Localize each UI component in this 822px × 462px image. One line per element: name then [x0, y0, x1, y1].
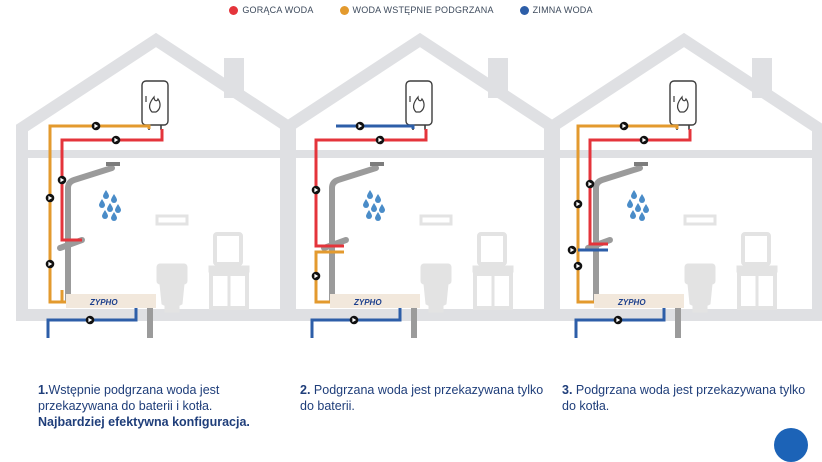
diagram-scene: ZYPHO ZYPHO	[0, 0, 822, 338]
boiler-icon	[141, 80, 169, 131]
legend-cold-label: ZIMNA WODA	[532, 5, 593, 15]
zypho-label: ZYPHO	[617, 298, 646, 307]
caption-3-text: Podgrzana woda jest przekazywana tylko d…	[562, 383, 806, 413]
caption-panel-2: 2. Podgrzana woda jest przekazywana tylk…	[300, 382, 550, 414]
boiler-icon	[669, 80, 697, 131]
legend-cold-water: ZIMNA WODA	[519, 5, 593, 15]
caption-1-bold: Najbardziej efektywna konfiguracja.	[38, 415, 250, 429]
legend-cold-dot	[519, 5, 529, 15]
caption-3-number: 3.	[562, 383, 573, 397]
water-drops	[627, 190, 649, 221]
caption-2-number: 2.	[300, 383, 311, 397]
panel-2-diagram: ZYPHO	[286, 40, 554, 338]
zypho-label: ZYPHO	[89, 298, 118, 307]
legend-preheated-dot	[339, 5, 349, 15]
zypho-label: ZYPHO	[353, 298, 382, 307]
corner-badge	[774, 428, 808, 462]
water-drops	[363, 190, 385, 221]
water-drops	[99, 190, 121, 221]
panel-1-diagram: ZYPHO	[22, 40, 290, 338]
legend-hot-dot	[229, 5, 239, 15]
legend-preheated-water: WODA WSTĘPNIE PODGRZANA	[339, 5, 494, 15]
panel-3-diagram: ZYPHO	[550, 40, 818, 338]
caption-1-number: 1.	[38, 383, 49, 397]
caption-panel-3: 3. Podgrzana woda jest przekazywana tylk…	[562, 382, 812, 414]
caption-2-text: Podgrzana woda jest przekazywana tylko d…	[300, 383, 544, 413]
caption-1-text: Wstępnie podgrzana woda jest przekazywan…	[38, 383, 220, 413]
boiler-icon	[405, 80, 433, 131]
legend-preheated-label: WODA WSTĘPNIE PODGRZANA	[352, 5, 494, 15]
legend-hot-label: GORĄCA WODA	[242, 5, 314, 15]
caption-panel-1: 1.Wstępnie podgrzana woda jest przekazyw…	[38, 382, 288, 430]
legend: GORĄCA WODA WODA WSTĘPNIE PODGRZANA ZIMN…	[0, 2, 822, 18]
legend-hot-water: GORĄCA WODA	[229, 5, 313, 15]
